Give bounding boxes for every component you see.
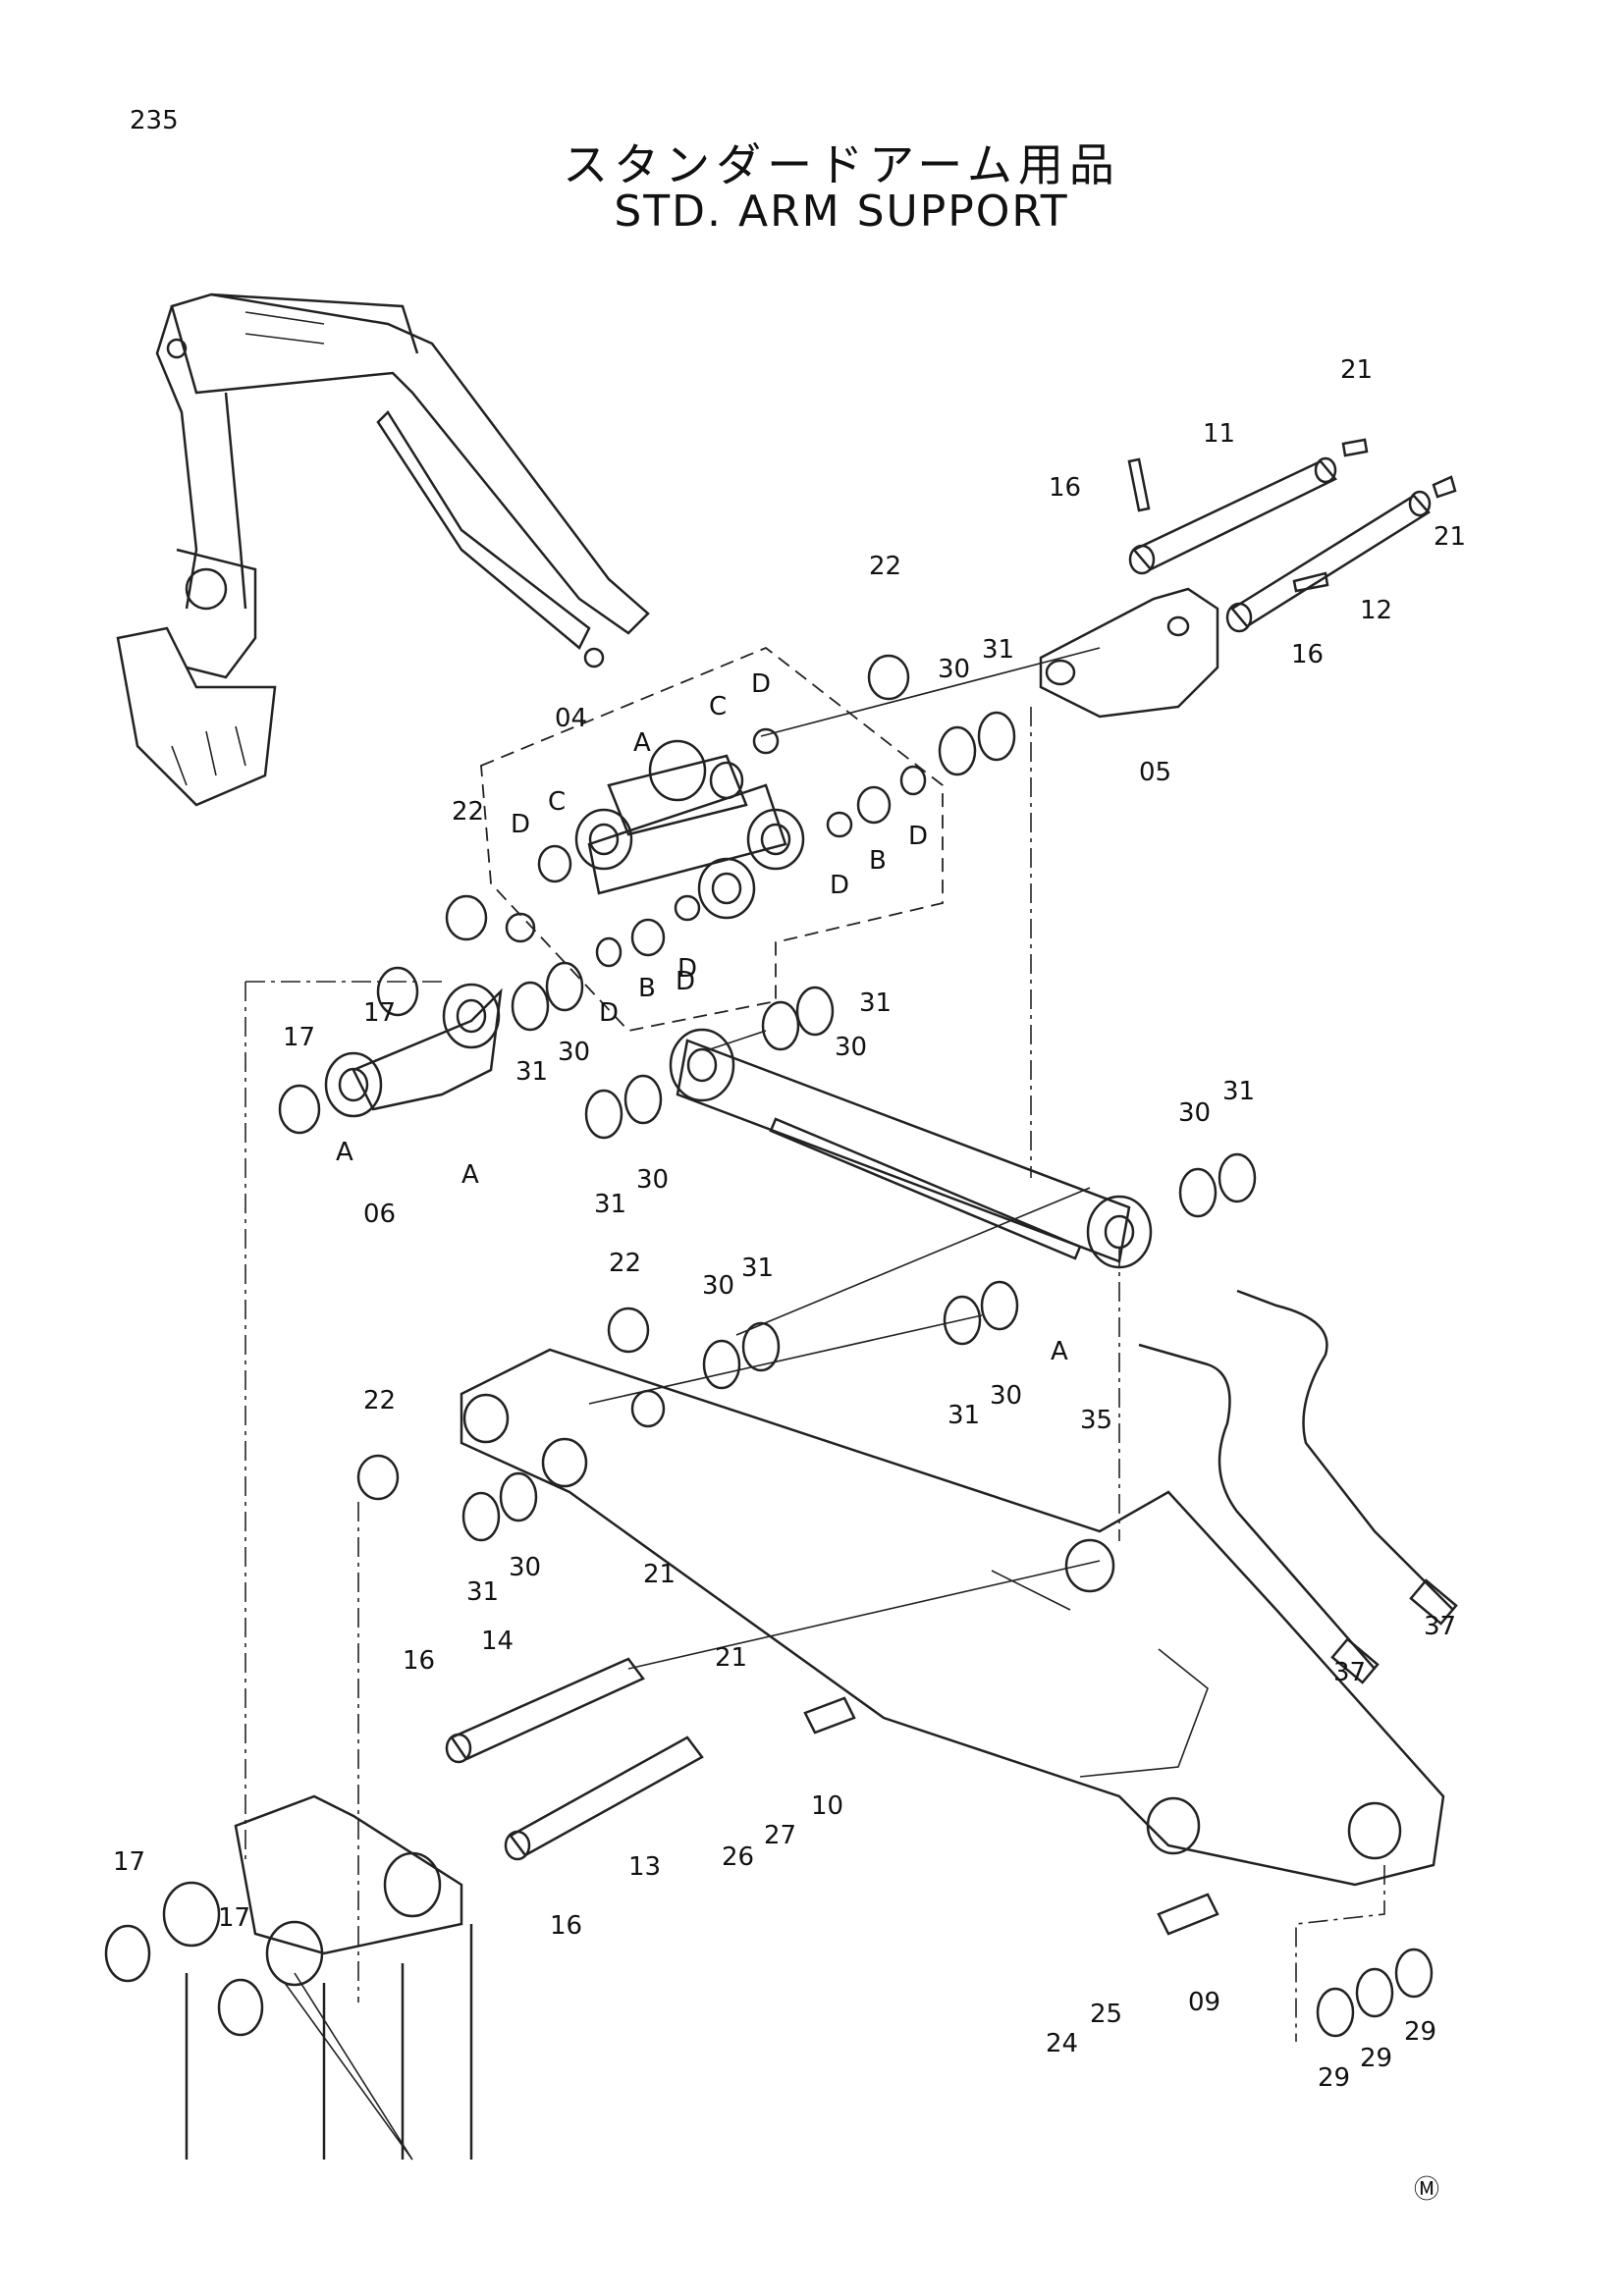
callout-24: 24 [1046, 2029, 1078, 2058]
callout-16: 16 [403, 1646, 435, 1676]
link-assembly-04 [480, 646, 944, 1032]
callout-D: D [511, 810, 530, 839]
callout-05: 05 [1139, 758, 1171, 787]
leader-lines [244, 647, 1385, 2042]
washers-29 [1316, 1948, 1434, 2038]
callout-11: 11 [1203, 419, 1235, 449]
callout-31: 31 [1222, 1077, 1255, 1106]
page-number: 235 [130, 106, 179, 135]
washers-30-31 [461, 711, 1257, 1542]
callout-31: 31 [594, 1190, 626, 1219]
callout-16: 16 [550, 1911, 582, 1941]
callout-21: 21 [643, 1560, 676, 1589]
callout-26: 26 [722, 1842, 754, 1872]
callout-30: 30 [835, 1033, 867, 1062]
callout-A: A [633, 728, 651, 758]
callout-30: 30 [636, 1165, 669, 1195]
callout-30: 30 [1178, 1098, 1211, 1128]
callout-30: 30 [938, 655, 970, 684]
callout-31: 31 [982, 635, 1014, 665]
callout-22: 22 [363, 1386, 396, 1415]
callout-31: 31 [947, 1401, 980, 1430]
callout-C: C [709, 692, 727, 721]
callout-C: C [548, 787, 566, 817]
callout-12: 12 [1360, 596, 1392, 625]
callout-A: A [336, 1138, 353, 1167]
callout-D: D [676, 967, 695, 996]
excavator-overview [116, 293, 650, 807]
callout-31: 31 [515, 1057, 548, 1087]
callout-35: 35 [1080, 1406, 1112, 1435]
callout-10: 10 [811, 1791, 843, 1821]
callout-D: D [677, 954, 697, 984]
pins-11-12 [1127, 438, 1457, 633]
title-english: STD. ARM SUPPORT [614, 187, 1069, 237]
title-japanese: スタンダードアーム用品 [563, 138, 1120, 191]
callout-21: 21 [715, 1643, 747, 1673]
callout-22: 22 [869, 552, 901, 581]
bucket-cylinder [669, 1028, 1153, 1269]
callout-31: 31 [466, 1577, 499, 1607]
callout-17: 17 [218, 1903, 250, 1933]
callout-04: 04 [555, 704, 587, 733]
callout-17: 17 [113, 1847, 145, 1877]
callout-D: D [599, 998, 619, 1028]
link-05 [1039, 587, 1219, 719]
bucket-links [104, 1794, 473, 2161]
callout-30: 30 [558, 1038, 590, 1067]
callout-31: 31 [859, 988, 892, 1018]
callout-13: 13 [628, 1852, 661, 1882]
callout-D: D [751, 669, 771, 699]
callout-29: 29 [1404, 2017, 1436, 2047]
callout-16: 16 [1049, 473, 1081, 503]
callout-labels: 21 11 16 21 12 16 05 22 30 31 04 A C D D… [113, 355, 1466, 2093]
o-rings-22 [356, 654, 910, 1501]
callout-21: 21 [1340, 355, 1373, 385]
hoses-37 [1138, 1289, 1458, 1684]
callout-29: 29 [1318, 2063, 1350, 2093]
callout-22: 22 [609, 1249, 641, 1278]
callout-D: D [908, 822, 928, 851]
m-mark: Ⓜ [1414, 2175, 1440, 2205]
callout-21: 21 [1434, 522, 1466, 552]
link-06 [278, 966, 503, 1135]
callout-A: A [461, 1160, 479, 1190]
callout-25: 25 [1090, 2000, 1122, 2029]
callout-14: 14 [481, 1627, 514, 1656]
pins-13-14 [445, 1657, 1219, 1936]
callout-30: 30 [990, 1381, 1022, 1411]
callout-17: 17 [363, 998, 396, 1028]
callout-37: 37 [1424, 1612, 1456, 1641]
callout-27: 27 [764, 1821, 796, 1850]
callout-17: 17 [283, 1023, 315, 1052]
callout-31: 31 [741, 1254, 774, 1283]
callout-A: A [1051, 1337, 1068, 1366]
callout-29: 29 [1360, 2044, 1392, 2073]
callout-16: 16 [1291, 640, 1324, 669]
callout-37: 37 [1333, 1658, 1366, 1687]
callout-30: 30 [509, 1553, 541, 1582]
callout-06: 06 [363, 1200, 396, 1229]
callout-09: 09 [1188, 1988, 1220, 2017]
callout-22: 22 [452, 797, 484, 827]
callout-B: B [638, 974, 656, 1003]
callout-30: 30 [702, 1271, 734, 1301]
callout-D: D [830, 871, 849, 900]
callout-B: B [869, 846, 887, 876]
